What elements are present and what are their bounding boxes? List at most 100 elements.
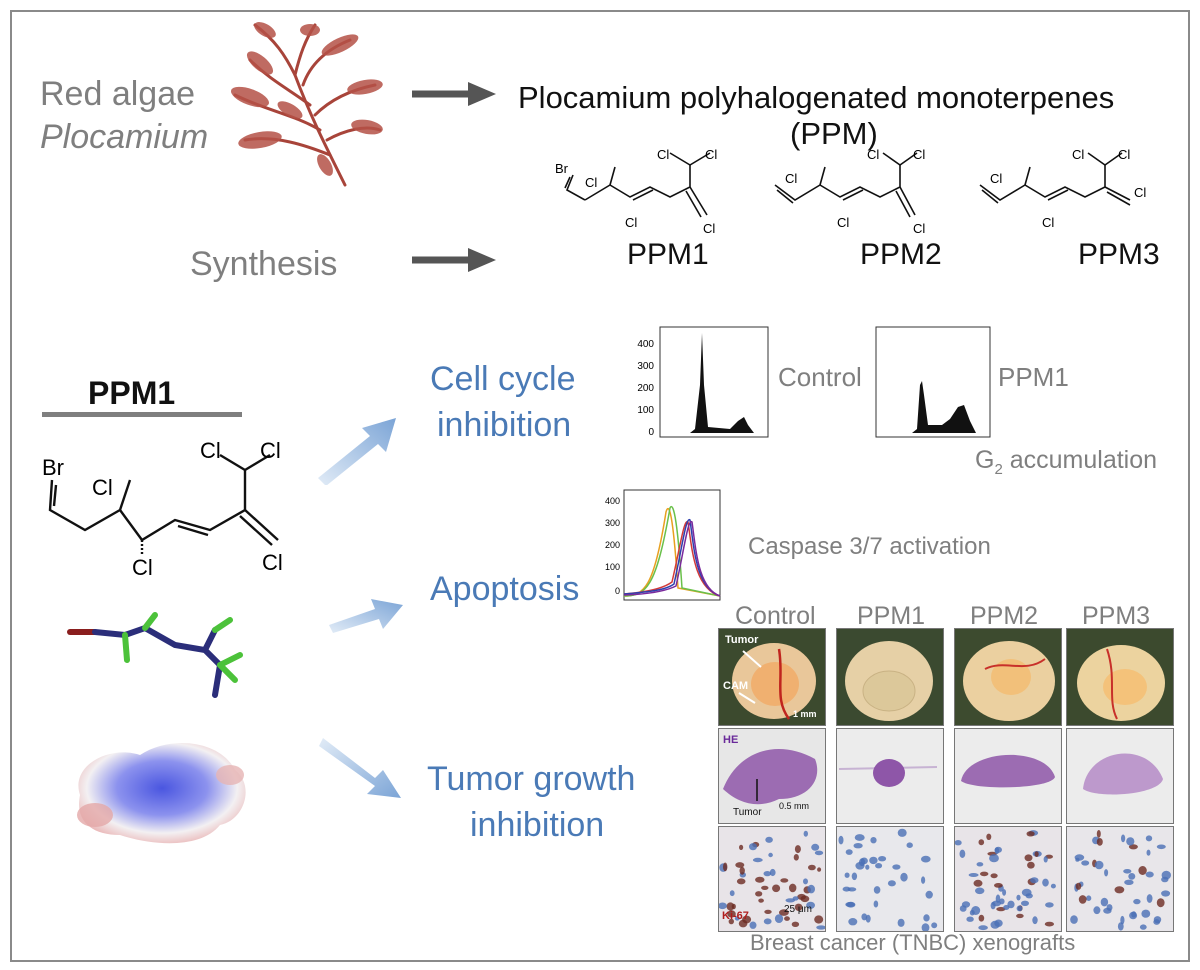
stained-nucleus: [921, 855, 931, 863]
stained-nucleus: [755, 891, 763, 897]
caspase-label: Caspase 3/7 activation: [748, 533, 991, 560]
stained-nucleus: [1114, 886, 1125, 894]
stained-nucleus: [1050, 883, 1056, 889]
apoptosis-label: Apoptosis: [430, 570, 580, 608]
stained-nucleus: [921, 876, 926, 884]
stained-nucleus: [784, 916, 790, 921]
g2-note-text: accumulation: [1002, 446, 1158, 474]
stained-nucleus: [1081, 860, 1090, 866]
stained-nucleus: [719, 902, 727, 910]
ki67-stain-ppm2: [954, 826, 1062, 932]
stained-nucleus: [726, 902, 735, 911]
stained-nucleus: [990, 901, 996, 910]
ppm3-small-cl-2: Cl: [1042, 215, 1054, 230]
stained-nucleus: [854, 834, 865, 841]
stained-nucleus: [870, 837, 877, 844]
stained-nucleus: [1027, 861, 1035, 869]
stained-nucleus: [1106, 904, 1113, 911]
stained-nucleus: [814, 915, 824, 924]
ppm2-small-cl-1: Cl: [785, 171, 797, 186]
stained-nucleus: [1024, 854, 1033, 862]
ppm2-small-cl-2: Cl: [837, 215, 849, 230]
stained-nucleus: [764, 909, 772, 914]
stained-nucleus: [971, 906, 981, 915]
cam-photo-ppm3: [1066, 628, 1174, 726]
stained-nucleus: [765, 836, 773, 843]
stained-nucleus: [1096, 838, 1103, 846]
stained-nucleus: [814, 850, 824, 856]
stained-nucleus: [779, 909, 789, 916]
stained-nucleus: [723, 862, 728, 872]
stained-nucleus: [989, 854, 999, 863]
ppm2-small-cl-4: Cl: [913, 147, 925, 162]
stained-nucleus: [875, 863, 883, 869]
stained-nucleus: [803, 878, 808, 885]
stained-nucleus: [817, 867, 822, 872]
stained-nucleus: [734, 916, 740, 921]
ppm1-large-structure: Br Cl Cl Cl Cl Cl: [42, 438, 283, 580]
caspase-ytick-100: 100: [605, 562, 620, 572]
stained-nucleus: [873, 900, 879, 908]
stained-nucleus: [1078, 895, 1087, 904]
he-annotation-tumor: Tumor: [733, 807, 762, 818]
synthesis-label: Synthesis: [190, 245, 338, 283]
ppm1-large-cl-2: Cl: [132, 555, 153, 580]
stained-nucleus: [855, 862, 865, 870]
stained-nucleus: [808, 864, 816, 871]
stained-nucleus: [774, 914, 784, 923]
ppm-title: Plocamium polyhalogenated monoterpenes: [518, 80, 1115, 115]
stained-nucleus: [738, 919, 748, 928]
he-section-ppm3: [1066, 728, 1174, 824]
cam-scale-1mm: 1 mm: [793, 709, 817, 719]
stained-nucleus: [1139, 924, 1147, 930]
stained-nucleus: [739, 866, 745, 875]
stained-nucleus: [996, 907, 1006, 912]
ki67-stain-ppm1: [836, 826, 944, 932]
stained-nucleus: [794, 845, 801, 854]
ki67-annotation: Ki-67: [722, 910, 749, 922]
stained-nucleus: [1016, 905, 1023, 912]
cam-photo-control: Tumor CAM 1 mm: [718, 628, 826, 726]
ppm1-small-cl-2: Cl: [625, 215, 637, 230]
arrow-to-apoptosis: [329, 599, 403, 633]
stained-nucleus: [728, 918, 734, 925]
stained-nucleus: [1045, 902, 1054, 908]
stained-nucleus: [789, 883, 797, 893]
stained-nucleus: [845, 902, 855, 907]
stained-nucleus: [865, 864, 870, 870]
ppm1-small-br: Br: [555, 161, 569, 176]
ppm1-small-cl-3: Cl: [657, 147, 669, 162]
stained-nucleus: [752, 857, 763, 863]
xeno-col-ppm2: PPM2: [970, 602, 1039, 630]
stained-nucleus: [1120, 915, 1125, 925]
ppm1-heading-underline: [42, 412, 242, 417]
stained-nucleus: [1030, 877, 1039, 884]
stained-nucleus: [749, 921, 757, 929]
stained-nucleus: [807, 884, 815, 894]
hist-control-ytick-0: 0: [648, 427, 654, 438]
stained-nucleus: [966, 916, 974, 922]
ppm1-large-cl-4: Cl: [260, 438, 281, 463]
stained-nucleus: [1133, 898, 1141, 905]
stained-nucleus: [1117, 922, 1124, 931]
stained-nucleus: [887, 880, 896, 887]
stained-nucleus: [994, 846, 1002, 853]
stained-nucleus: [1094, 860, 1104, 870]
ppm1-heading: PPM1: [88, 375, 176, 411]
ppm1-compound-label: PPM1: [627, 238, 709, 271]
ki67-stain-control: [718, 826, 826, 932]
stained-nucleus: [906, 842, 913, 848]
ppm2-small-cl-5: Cl: [913, 221, 925, 236]
red-algae-label: Red algae: [40, 75, 196, 113]
stained-nucleus: [806, 901, 815, 909]
xeno-col-ppm1: PPM1: [857, 602, 926, 630]
stained-nucleus: [772, 884, 781, 893]
ki67-stain-ppm3: [1066, 826, 1174, 932]
plocamium-label: Plocamium: [40, 118, 209, 156]
g2-accumulation-note: G2 accumulation: [975, 446, 1157, 478]
stained-nucleus: [794, 903, 803, 911]
stained-nucleus: [1021, 900, 1029, 906]
stained-nucleus: [978, 839, 985, 846]
stained-nucleus: [749, 843, 757, 851]
stained-nucleus: [845, 849, 853, 855]
